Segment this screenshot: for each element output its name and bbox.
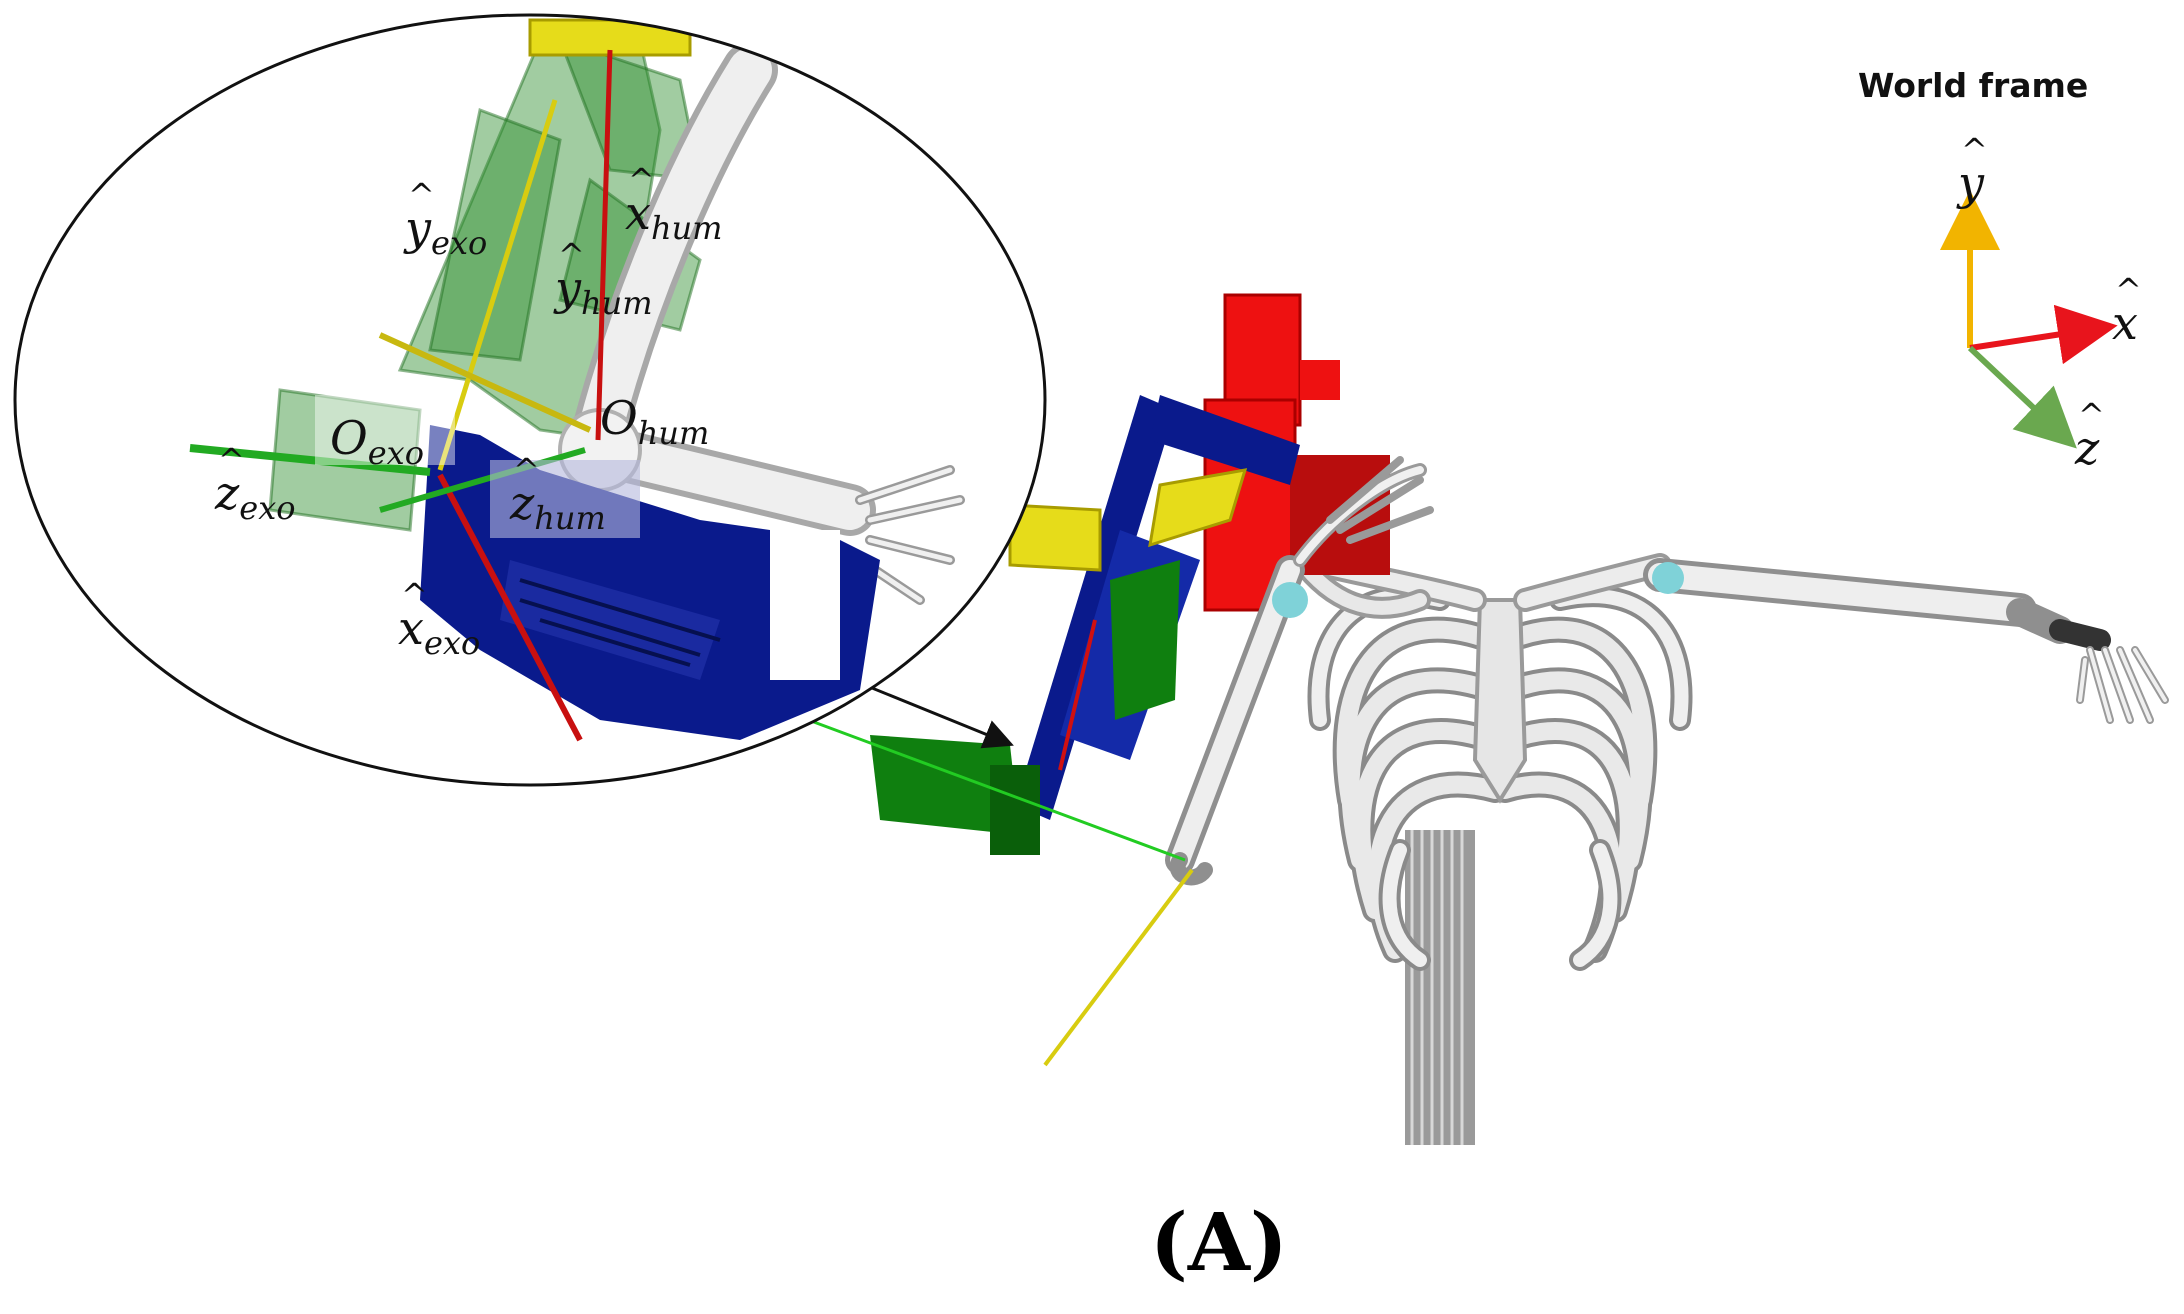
label-y-hum: yhum [555,239,653,319]
exo-green-motor [870,560,1180,855]
world-axis-x-label: x [2112,274,2142,346]
label-x-hum: xhum [625,164,723,244]
label-o-hum: Ohum [600,391,710,452]
spine-stand [1405,830,1475,1145]
axis-o-link-line [378,332,592,433]
elbow-axis-yellow [1043,868,1194,1067]
label-x-exo: xexo [398,579,480,659]
world-axis-y-label: y [1958,134,1988,206]
panel-label: (A) [1150,1195,1288,1289]
label-z-hum: zhum [510,454,606,534]
right-arm-skeleton [1643,558,2169,724]
world-frame-axes [1940,190,2118,449]
left-arm-skeleton [1165,456,1434,886]
world-frame-title: World frame [1858,66,2089,105]
world-axis-x [1969,304,2118,365]
axis-y-exo-line [437,99,558,471]
label-o-exo: Oexo [330,411,424,472]
elbow-axis-green [794,713,1186,862]
label-z-exo: zexo [215,444,296,524]
label-y-exo: yexo [405,179,487,259]
world-axis-z-label: z [2075,399,2105,471]
world-axis-z [1967,345,2077,449]
axis-x-exo-line [437,473,583,742]
axis-x-hum-line [595,49,613,441]
ribcage [1288,548,1693,971]
exo-yellow-link [1008,468,1248,572]
zoom-callout [13,13,1047,787]
